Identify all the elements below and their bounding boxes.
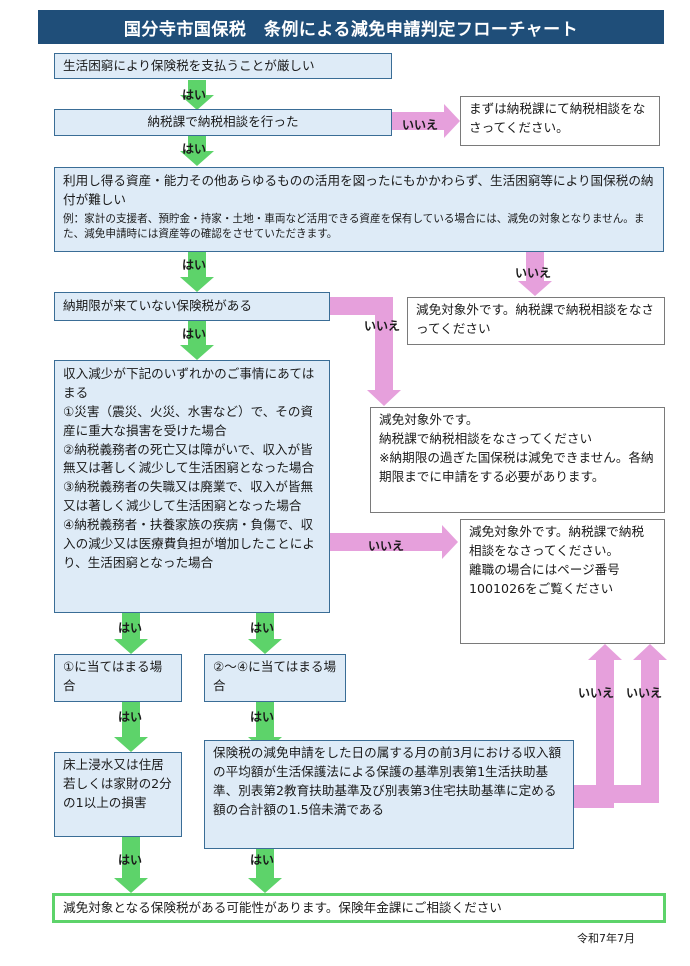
r4-line-2: ※納期限の過ぎた国保税は減免できません。各納期限までに申請をする必要があります。 [379, 449, 654, 484]
q4-text: 納期限が来ていない保険税がある [63, 298, 252, 313]
yes-arrow-3 [180, 252, 214, 292]
r4-line-0: 減免対象外です。 [379, 412, 479, 427]
q5-line-4: ④納税義務者・扶養家族の疾病・負傷で、収入の減少又は医療費負担が増加したことによ… [63, 517, 315, 570]
q3-text: 利用し得る資産・能力その他あらゆるものの活用を図ったにもかかわらず、生活困窮等に… [63, 173, 654, 207]
r4-box: 減免対象外です。 納税課で納税相談をなさってください ※納期限の過ぎた国保税は減… [370, 407, 665, 513]
yes-arrow-5a [114, 613, 148, 654]
page-title: 国分寺市国保税 条例による減免申請判定フローチャート [38, 10, 664, 44]
q7b-text: 保険税の減免申請をした日の属する月の前3月における収入額の平均額が生活保護法によ… [213, 745, 562, 817]
q7a-box: 床上浸水又は住居若しくは家財の2分の1以上の損害 [54, 752, 182, 837]
yes-label-7a: はい [118, 853, 143, 867]
no-arrow-7a [574, 644, 622, 808]
q4-box: 納期限が来ていない保険税がある [54, 292, 330, 321]
q6a-text: ①に当てはまる場合 [63, 659, 163, 693]
yes-label-6b: はい [250, 710, 275, 724]
yes-label-5a: はい [118, 621, 143, 635]
yes-label-1: はい [182, 88, 207, 102]
final-box: 減免対象となる保険税がある可能性があります。保険年金課にご相談ください [52, 893, 666, 923]
q6b-text: ②～④に当てはまる場合 [213, 659, 337, 693]
q2-box: 納税課で納税相談を行った [54, 109, 392, 136]
q2-text: 納税課で納税相談を行った [147, 114, 299, 129]
yes-arrow-1 [180, 80, 214, 110]
yes-arrow-4 [180, 321, 214, 360]
no-label-2: いいえ [402, 118, 439, 132]
yes-label-4: はい [182, 327, 207, 341]
no-label-5: いいえ [368, 539, 405, 553]
r4-line-1: 納税課で納税相談をなさってください [379, 430, 593, 446]
q6a-box: ①に当てはまる場合 [54, 654, 182, 702]
q1-box: 生活困窮により保険税を支払うことが厳しい [54, 53, 392, 79]
yes-label-6a: はい [118, 710, 143, 724]
yes-arrow-2 [180, 136, 214, 166]
q5-line-2: ②納税義務者の死亡又は障がいで、収入が皆無又は著しく減少して生活困窮となった場合 [63, 441, 315, 476]
r2-box: まずは納税課にて納税相談をなさってください。 [460, 96, 660, 146]
q1-text: 生活困窮により保険税を支払うことが厳しい [63, 58, 315, 73]
no-label-4: いいえ [364, 319, 401, 333]
q5-box: 収入減少が下記のいずれかのご事情にあてはまる ①災害（震災、火災、水害など）で、… [54, 360, 330, 613]
q7b-box: 保険税の減免申請をした日の属する月の前3月における収入額の平均額が生活保護法によ… [204, 740, 574, 849]
yes-label-7b: はい [250, 853, 275, 867]
yes-label-3: はい [182, 258, 207, 272]
no-arrow-4 [330, 297, 401, 406]
no-arrow-7b [574, 644, 667, 803]
r3-text: 減免対象外です。納税課で納税相談をなさってください [416, 302, 655, 336]
yes-label-2: はい [182, 142, 207, 156]
r3-box: 減免対象外です。納税課で納税相談をなさってください [407, 297, 665, 345]
q6b-box: ②～④に当てはまる場合 [204, 654, 346, 702]
r5-box: 減免対象外です。納税課で納税相談をなさってください。 離職の場合にはページ番号1… [460, 519, 665, 644]
yes-arrow-6b [248, 702, 282, 752]
q5-line-0: 収入減少が下記のいずれかのご事情にあてはまる [63, 366, 315, 400]
r2-text: まずは納税課にて納税相談をなさってください。 [469, 101, 646, 135]
no-arrow-2 [392, 104, 460, 138]
q3-box: 利用し得る資産・能力その他あらゆるものの活用を図ったにもかかわらず、生活困窮等に… [54, 167, 664, 252]
q5-line-1: ①災害（震災、火災、水害など）で、その資産に重大な損害を受けた場合 [63, 403, 314, 438]
yes-arrow-6a [114, 702, 148, 752]
no-arrow-5 [330, 525, 458, 559]
q5-line-3: ③納税義務者の失職又は廃業で、収入が皆無又は著しく減少して生活困窮となった場合 [63, 479, 314, 514]
yes-label-5b: はい [250, 621, 275, 635]
revision-date: 令和7年7月 [577, 932, 635, 945]
r5-line-1: 離職の場合にはページ番号1001026をご覧ください [469, 561, 620, 596]
no-label-7b: いいえ [626, 686, 663, 700]
no-label-3: いいえ [515, 266, 552, 280]
r5-line-0: 減免対象外です。納税課で納税相談をなさってください。 [469, 524, 645, 558]
yes-arrow-5b [248, 613, 282, 654]
q7a-text: 床上浸水又は住居若しくは家財の2分の1以上の損害 [63, 757, 172, 810]
final-text: 減免対象となる保険税がある可能性があります。保険年金課にご相談ください [63, 900, 502, 915]
yes-arrow-7a [114, 837, 148, 893]
q3-note: 例：家計の支援者、預貯金・持家・土地・車両など活用できる資産を保有している場合に… [63, 212, 645, 241]
yes-arrow-7b [248, 849, 282, 893]
no-arrow-3 [518, 252, 552, 296]
no-label-7a: いいえ [578, 686, 615, 700]
